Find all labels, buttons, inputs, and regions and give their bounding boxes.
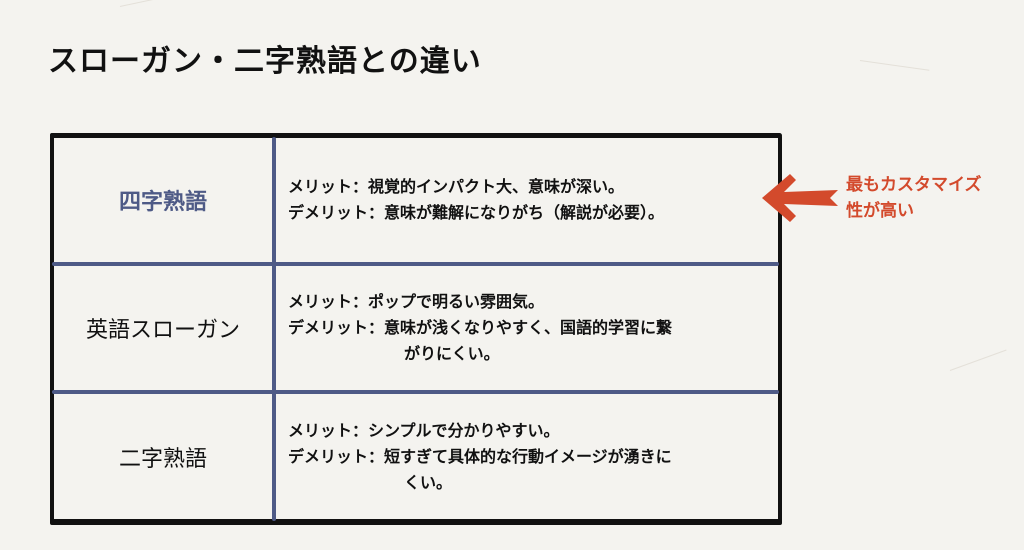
column-divider <box>272 137 276 521</box>
table-border <box>778 135 782 525</box>
paper-texture <box>119 0 179 7</box>
annotation-line: 最もカスタマイズ <box>846 175 982 195</box>
row-divider <box>52 390 779 394</box>
row-description: メリット：視覚的インパクト大、意味が深い。 デメリット：意味が難解になりがち（解… <box>288 174 664 226</box>
demerit-text: デメリット：意味が難解になりがち（解説が必要）。 <box>288 203 665 222</box>
demerit-text: デメリット：意味が浅くなりやすく、国語的学習に繋 <box>288 318 673 337</box>
demerit-continuation: くい。 <box>404 473 453 492</box>
merit-text: メリット：ポップで明るい雰囲気。 <box>288 292 545 311</box>
page-title: スローガン・二字熟語との違い <box>48 44 482 79</box>
table-row: 四字熟語 メリット：視覚的インパクト大、意味が深い。 デメリット：意味が難解にな… <box>52 138 779 262</box>
row-description: メリット：シンプルで分かりやすい。 デメリット：短すぎて具体的な行動イメージが湧… <box>288 418 672 496</box>
demerit-continuation: がりにくい。 <box>404 344 500 363</box>
table-row: 二字熟語 メリット：シンプルで分かりやすい。 デメリット：短すぎて具体的な行動イ… <box>52 394 779 520</box>
row-label: 二字熟語 <box>118 447 207 472</box>
row-divider <box>52 262 779 266</box>
row-label: 英語スローガン <box>85 318 240 343</box>
comparison-table: 四字熟語 メリット：視覚的インパクト大、意味が深い。 デメリット：意味が難解にな… <box>50 133 782 525</box>
row-description: メリット：ポップで明るい雰囲気。 デメリット：意味が浅くなりやすく、国語的学習に… <box>288 289 672 367</box>
row-label: 四字熟語 <box>118 189 207 215</box>
arrow-left-icon <box>762 174 838 222</box>
table-border <box>50 133 54 525</box>
paper-texture <box>859 60 930 71</box>
demerit-text: デメリット：短すぎて具体的な行動イメージが湧きに <box>288 447 672 466</box>
merit-text: メリット：視覚的インパクト大、意味が深い。 <box>288 177 625 196</box>
merit-text: メリット：シンプルで分かりやすい。 <box>288 421 560 440</box>
table-border <box>50 133 782 138</box>
table-row: 英語スローガン メリット：ポップで明るい雰囲気。 デメリット：意味が浅くなりやす… <box>52 266 779 390</box>
table-border <box>50 519 782 525</box>
paper-texture <box>949 349 1007 371</box>
annotation-text: 最もカスタマイズ 性が高い <box>846 172 982 224</box>
annotation-line: 性が高い <box>846 201 914 221</box>
